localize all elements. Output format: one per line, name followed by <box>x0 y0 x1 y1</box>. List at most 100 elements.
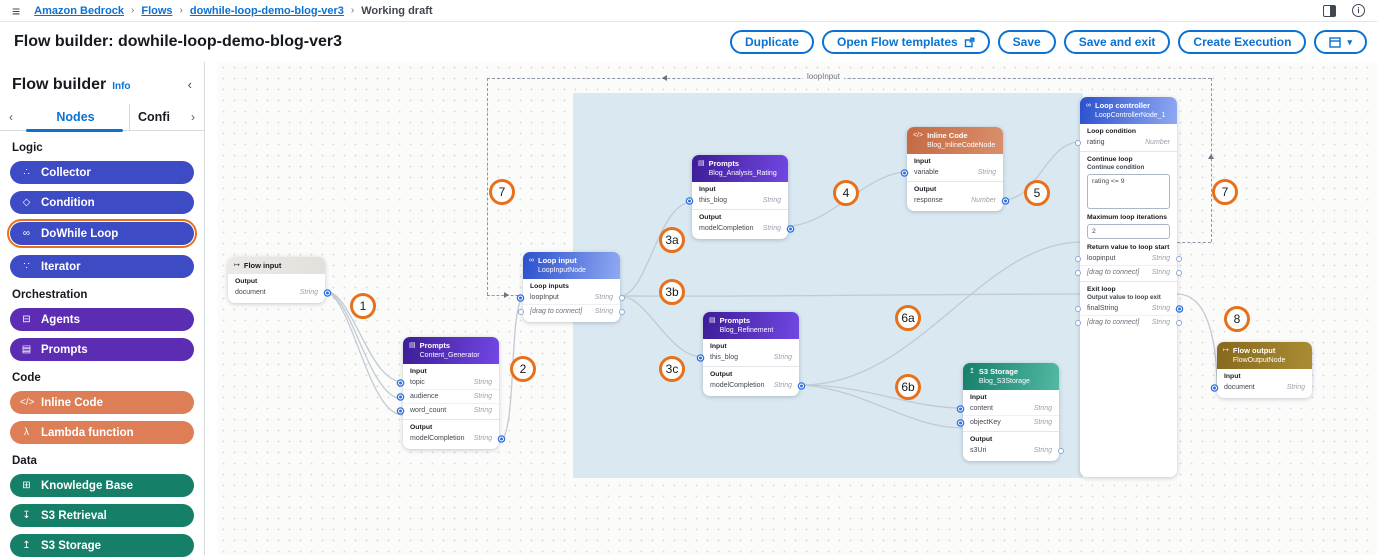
side-panel-toggle-icon[interactable] <box>1323 4 1336 17</box>
node-flow-output[interactable]: ↦ Flow output FlowOutputNode Input docum… <box>1212 342 1312 398</box>
sidebar-item-condition[interactable]: ◇ Condition <box>10 191 194 214</box>
max-iterations-field[interactable]: 2 <box>1087 224 1170 239</box>
info-icon[interactable]: i <box>1352 4 1365 17</box>
input-row-this-blog: this_blog String <box>698 351 799 364</box>
step-badge-2: 2 <box>510 356 536 382</box>
loop-back-arrow-left-icon <box>662 75 667 81</box>
sidebar-item-inline-code[interactable]: </> Inline Code <box>10 391 194 414</box>
tabs-scroll-right-icon[interactable]: › <box>191 110 195 124</box>
sidebar-item-dowhile-loop[interactable]: ∞ DoWhile Loop <box>10 222 194 245</box>
tab-configuration[interactable]: Confi <box>138 110 170 124</box>
row-final-string: finalString String <box>1075 302 1182 315</box>
condition-icon: ◇ <box>22 197 31 208</box>
row-exit-drag-to-connect: [drag to connect] String <box>1075 315 1182 329</box>
step-badge-4: 4 <box>833 180 859 206</box>
input-port[interactable] <box>687 198 692 203</box>
breadcrumb-working-draft: Working draft <box>361 4 433 17</box>
panel-layout-menu-button[interactable]: ▾ <box>1314 30 1367 54</box>
node-s3-storage[interactable]: ↥ S3 Storage Blog_S3Storage Input conten… <box>958 363 1064 461</box>
breadcrumb-flows[interactable]: Flows <box>141 4 173 17</box>
save-button[interactable]: Save <box>997 30 1056 54</box>
input-port[interactable] <box>1212 385 1217 390</box>
input-port[interactable] <box>518 308 524 315</box>
output-port[interactable] <box>1177 306 1182 311</box>
output-port[interactable] <box>1176 255 1182 262</box>
flow-builder-side-panel: Flow builder Info ‹ ‹ Nodes Confi › Logi… <box>0 62 205 557</box>
output-port[interactable] <box>799 383 804 388</box>
output-port[interactable] <box>1058 447 1064 454</box>
panel-collapse-icon[interactable]: ‹ <box>187 77 192 92</box>
lambda-icon: λ <box>24 427 29 438</box>
row-loop-input: loopInput String <box>518 291 625 304</box>
output-port[interactable] <box>1003 198 1008 203</box>
sidebar-item-prompts[interactable]: ▤ Prompts <box>10 338 194 361</box>
sidebar-item-s3-storage[interactable]: ↥ S3 Storage <box>10 534 194 557</box>
node-blog-refinement[interactable]: ▤ Prompts Blog_Refinement Input this_blo… <box>698 312 804 396</box>
input-port[interactable] <box>1075 269 1081 276</box>
breadcrumb-bedrock[interactable]: Amazon Bedrock <box>34 4 125 17</box>
sidebar-item-s3-retrieval[interactable]: ↧ S3 Retrieval <box>10 504 194 527</box>
sidebar-item-agents[interactable]: ⊟ Agents <box>10 308 194 331</box>
sidebar-item-knowledge-base[interactable]: ⊞ Knowledge Base <box>10 474 194 497</box>
section-label-data: Data <box>12 455 37 467</box>
chevron-down-icon: ▾ <box>1347 36 1352 47</box>
sidebar-item-collector[interactable]: ∴ Collector <box>10 161 194 184</box>
node-content-generator[interactable]: ▤ Prompts Content_Generator Input topic … <box>398 337 504 449</box>
save-and-exit-button[interactable]: Save and exit <box>1063 30 1171 54</box>
output-port[interactable] <box>1176 269 1182 276</box>
s3-retrieval-icon: ↧ <box>22 510 31 521</box>
node-inline-code[interactable]: </> Inline Code Blog_InlineCodeNode Inpu… <box>902 127 1008 211</box>
node-flow-input[interactable]: ↦ Flow input Output document String <box>228 257 330 303</box>
input-port[interactable] <box>398 408 403 413</box>
step-badge-7-right: 7 <box>1212 179 1238 205</box>
input-port[interactable] <box>958 420 963 425</box>
node-loop-input[interactable]: ∞ Loop input LoopInputNode Loop inputs l… <box>518 252 625 322</box>
step-badge-1: 1 <box>350 293 376 319</box>
tab-nodes[interactable]: Nodes <box>22 104 130 130</box>
input-port[interactable] <box>1075 305 1081 312</box>
tabs-scroll-left-icon[interactable]: ‹ <box>9 110 13 124</box>
output-port[interactable] <box>619 308 625 315</box>
sidebar-item-iterator[interactable]: ∵ Iterator <box>10 255 194 278</box>
loop-back-line-right <box>1211 78 1212 242</box>
loop-icon: ∞ <box>529 257 534 264</box>
section-label-logic: Logic <box>12 142 43 154</box>
create-execution-button[interactable]: Create Execution <box>1178 30 1307 54</box>
open-flow-templates-button[interactable]: Open Flow templates <box>821 30 990 54</box>
breadcrumb: Amazon Bedrock › Flows › dowhile-loop-de… <box>34 5 432 17</box>
input-row-audience: audience String <box>398 389 499 403</box>
flow-output-icon: ↦ <box>1223 347 1229 354</box>
input-port[interactable] <box>1075 255 1081 262</box>
step-badge-3a: 3a <box>659 227 685 253</box>
output-port[interactable] <box>619 294 625 301</box>
sidebar-item-lambda-function[interactable]: λ Lambda function <box>10 421 194 444</box>
hamburger-menu-icon[interactable]: ≡ <box>12 2 21 19</box>
node-blog-analysis-rating[interactable]: ▤ Prompts Blog_Analysis_Rating Input thi… <box>687 155 793 239</box>
panel-title: Flow builder <box>12 76 107 93</box>
loop-icon: ∞ <box>1086 102 1091 109</box>
step-badge-3c: 3c <box>659 356 685 382</box>
output-port[interactable] <box>499 436 504 441</box>
input-port[interactable] <box>398 394 403 399</box>
input-port[interactable] <box>958 406 963 411</box>
output-port[interactable] <box>325 290 330 295</box>
input-port[interactable] <box>398 380 403 385</box>
input-row-this-blog: this_blog String <box>687 194 788 207</box>
loop-back-arrow-up-icon <box>1208 154 1214 159</box>
output-row-model-completion: modelCompletion String <box>692 222 793 235</box>
duplicate-button[interactable]: Duplicate <box>729 30 814 54</box>
flow-canvas[interactable]: loopInput ↦ Flow in <box>218 62 1377 555</box>
input-port[interactable] <box>902 170 907 175</box>
input-port[interactable] <box>1075 139 1081 146</box>
dowhile-loop-highlight: ∞ DoWhile Loop <box>7 219 197 248</box>
output-port[interactable] <box>1176 319 1182 326</box>
node-loop-controller[interactable]: ∞ Loop controller LoopControllerNode_1 L… <box>1075 97 1182 477</box>
input-port[interactable] <box>698 355 703 360</box>
input-port[interactable] <box>1075 319 1081 326</box>
breadcrumb-flow-name[interactable]: dowhile-loop-demo-blog-ver3 <box>189 4 344 17</box>
info-link[interactable]: Info <box>112 81 131 92</box>
output-port[interactable] <box>788 226 793 231</box>
continue-condition-field[interactable]: rating <= 9 <box>1087 174 1170 209</box>
input-port[interactable] <box>518 295 523 300</box>
row-rating: rating Number <box>1075 136 1177 149</box>
